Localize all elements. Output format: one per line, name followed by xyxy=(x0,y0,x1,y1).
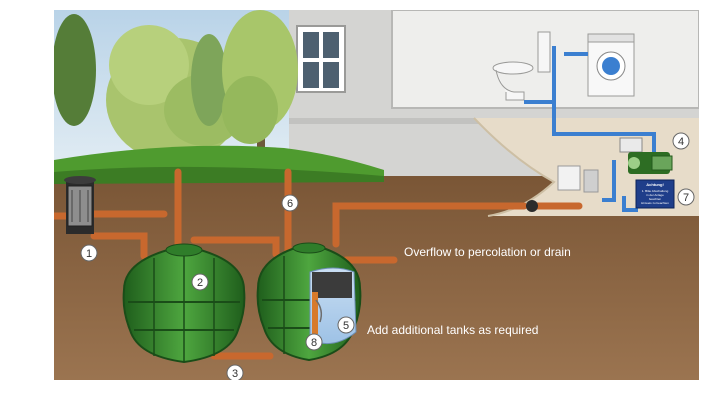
grass-dark xyxy=(54,166,384,184)
svg-text:4: 4 xyxy=(678,136,684,148)
top-up-unit xyxy=(557,165,599,193)
svg-text:6: 6 xyxy=(287,198,293,210)
storage-tank-left xyxy=(122,243,246,364)
svg-text:Hinweis zu beachten: Hinweis zu beachten xyxy=(641,201,669,205)
washing-machine-icon xyxy=(587,33,635,97)
additional-tanks-label: Add additional tanks as required xyxy=(367,323,538,337)
callout-4: 4 xyxy=(672,132,690,150)
tree-middle xyxy=(191,34,227,126)
callout-6: 6 xyxy=(281,194,299,212)
svg-text:in der Anlage: in der Anlage xyxy=(646,193,664,197)
window xyxy=(296,25,346,93)
svg-text:1: 1 xyxy=(86,248,92,260)
svg-text:8: 8 xyxy=(311,337,317,349)
pump-control-unit xyxy=(619,137,673,174)
filter-unit xyxy=(64,176,96,234)
svg-text:beachten: beachten xyxy=(649,197,662,201)
rainwater-harvesting-illustration: Achtung! 1. Bitte Abschaltung in der Anl… xyxy=(54,10,699,380)
svg-text:2: 2 xyxy=(197,277,203,289)
callout-7: 7 xyxy=(677,188,695,206)
tree-far-left xyxy=(54,14,96,126)
submersible-pump xyxy=(312,292,318,334)
tree-right xyxy=(222,10,298,170)
callout-1: 1 xyxy=(80,244,98,262)
pipes xyxy=(54,168,583,360)
pipe-outlet xyxy=(526,200,538,212)
callout-8: 8 xyxy=(305,333,323,351)
pump-warning-sign: Achtung! 1. Bitte Abschaltung in der Anl… xyxy=(635,179,675,209)
overflow-label: Overflow to percolation or drain xyxy=(404,245,571,259)
toilet-icon xyxy=(492,31,551,101)
svg-text:7: 7 xyxy=(683,192,689,204)
callout-5: 5 xyxy=(337,316,355,334)
svg-text:1. Bitte Abschaltung: 1. Bitte Abschaltung xyxy=(642,189,669,193)
callout-3: 3 xyxy=(226,364,244,380)
svg-text:5: 5 xyxy=(343,320,349,332)
svg-text:3: 3 xyxy=(232,368,238,380)
water-lines xyxy=(524,46,656,212)
callout-2: 2 xyxy=(191,273,209,291)
sign-title: Achtung! xyxy=(646,182,664,187)
